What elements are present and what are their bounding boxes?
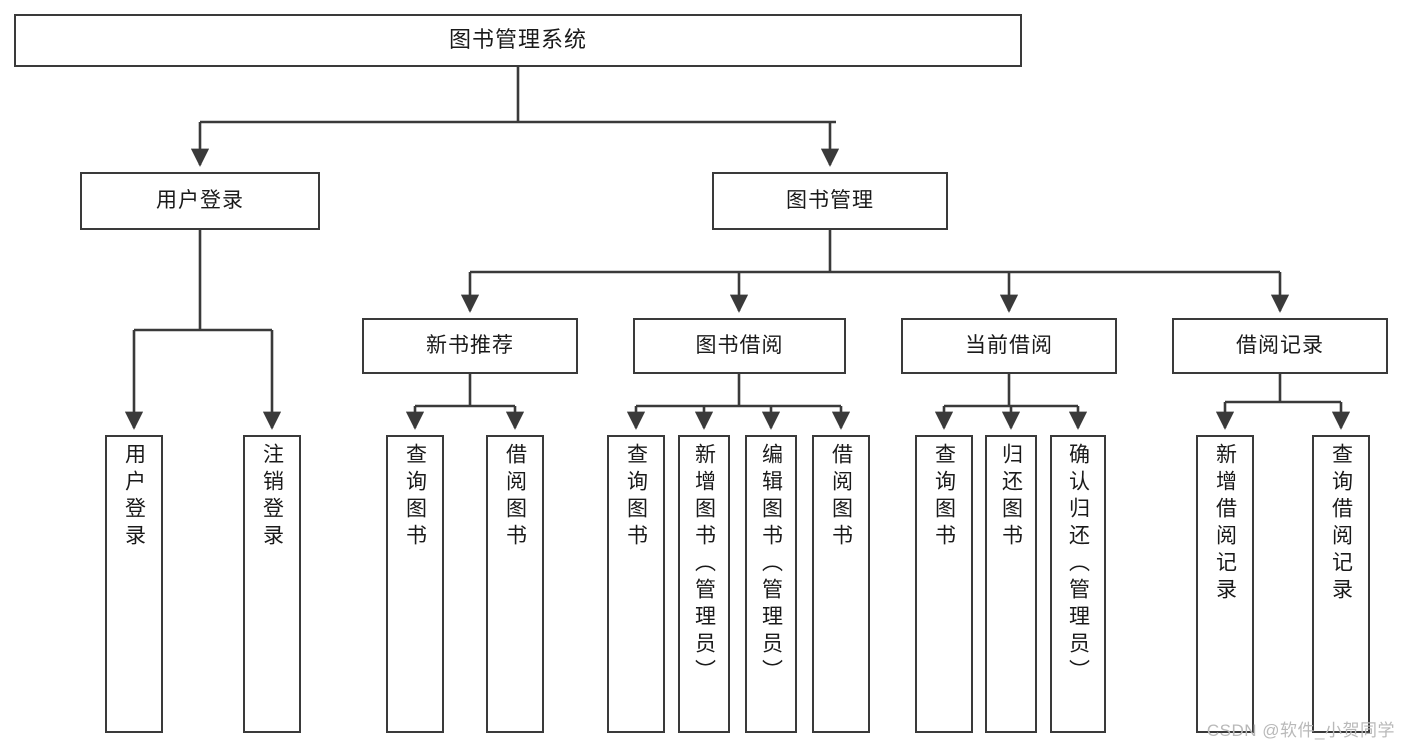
- node-root[interactable]: 图书管理系统: [14, 14, 1022, 67]
- node-leaf-query-book-1[interactable]: 查询图书: [386, 435, 444, 733]
- node-new-book-recommend-label: 新书推荐: [426, 334, 514, 358]
- node-leaf-borrow-book-1[interactable]: 借阅图书: [486, 435, 544, 733]
- csdn-watermark: CSDN @软件_小贺同学: [1206, 721, 1395, 740]
- node-leaf-user-login[interactable]: 用户登录: [105, 435, 163, 733]
- node-leaf-add-book-admin[interactable]: 新增图书（管理员）: [678, 435, 730, 733]
- node-root-label: 图书管理系统: [448, 27, 587, 53]
- node-leaf-borrow-book-2-label: 借阅图书: [829, 443, 853, 551]
- node-current-borrow[interactable]: 当前借阅: [901, 318, 1117, 374]
- node-leaf-add-book-admin-label: 新增图书（管理员）: [692, 443, 716, 686]
- node-book-manage-label: 图书管理: [786, 189, 874, 213]
- node-leaf-query-book-2-label: 查询图书: [624, 443, 648, 551]
- node-borrow-record[interactable]: 借阅记录: [1172, 318, 1388, 374]
- node-book-borrow[interactable]: 图书借阅: [633, 318, 846, 374]
- node-new-book-recommend[interactable]: 新书推荐: [362, 318, 578, 374]
- node-leaf-borrow-book-1-label: 借阅图书: [503, 443, 527, 551]
- node-leaf-return-book-label: 归还图书: [999, 443, 1023, 551]
- node-current-borrow-label: 当前借阅: [965, 334, 1053, 358]
- node-book-borrow-label: 图书借阅: [695, 334, 784, 358]
- node-leaf-query-borrow-record[interactable]: 查询借阅记录: [1312, 435, 1370, 733]
- node-leaf-edit-book-admin[interactable]: 编辑图书（管理员）: [745, 435, 797, 733]
- node-leaf-query-book-1-label: 查询图书: [403, 443, 427, 551]
- node-leaf-user-logout-label: 注销登录: [260, 443, 284, 551]
- node-leaf-confirm-return-admin[interactable]: 确认归还（管理员）: [1050, 435, 1106, 733]
- node-leaf-query-borrow-record-label: 查询借阅记录: [1329, 443, 1353, 605]
- node-leaf-user-logout[interactable]: 注销登录: [243, 435, 301, 733]
- node-leaf-confirm-return-admin-label: 确认归还（管理员）: [1066, 443, 1090, 686]
- node-book-manage[interactable]: 图书管理: [712, 172, 948, 230]
- node-leaf-user-login-label: 用户登录: [122, 443, 146, 551]
- node-leaf-add-borrow-record[interactable]: 新增借阅记录: [1196, 435, 1254, 733]
- node-leaf-borrow-book-2[interactable]: 借阅图书: [812, 435, 870, 733]
- node-user-login-label: 用户登录: [156, 189, 244, 213]
- node-leaf-query-book-2[interactable]: 查询图书: [607, 435, 665, 733]
- node-leaf-query-book-3-label: 查询图书: [932, 443, 956, 551]
- node-user-login[interactable]: 用户登录: [80, 172, 320, 230]
- node-leaf-query-book-3[interactable]: 查询图书: [915, 435, 973, 733]
- node-leaf-edit-book-admin-label: 编辑图书（管理员）: [759, 443, 783, 686]
- node-borrow-record-label: 借阅记录: [1236, 334, 1324, 358]
- node-leaf-return-book[interactable]: 归还图书: [985, 435, 1037, 733]
- node-leaf-add-borrow-record-label: 新增借阅记录: [1213, 443, 1237, 605]
